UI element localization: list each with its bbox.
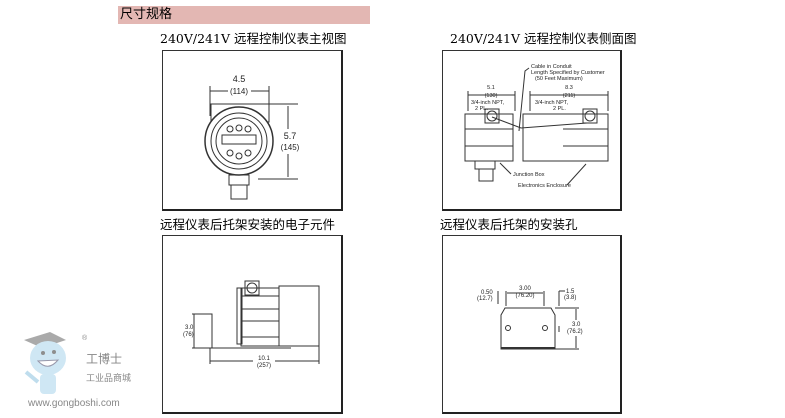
height-mm-label: (76) [183,332,194,338]
offset-mm-label: (12.7) [477,296,493,302]
side-view-drawing: Cable in Conduit Length Specified by Cus… [442,50,622,211]
caption-bracket-electronics: 远程仪表后托架安装的电子元件 [160,217,336,232]
junction-box-label: Junction Box [513,172,545,178]
front-view-drawing: 4.5 (114) 5.7 (145) [162,50,343,211]
height-label: 5.7 [284,131,297,141]
width-label: 10.1 [258,356,270,362]
brand-text: 工博士 [86,351,122,366]
hole-spacing-mm-label: (76.20) [515,293,534,299]
width-label: 4.5 [233,74,246,84]
hole-spacing-label: 3.00 [519,286,531,292]
npt-right-label: 3/4-inch NPT, [535,100,568,106]
watermark-logo: ® 工博士 工业品商城 www.gongboshi.com [10,328,160,413]
bracket-electronics-drawing: 3.0 (76) 10.1 (257) [162,235,343,414]
npt-left-label: 3/4-inch NPT, [471,100,504,106]
electronics-enclosure-label: Electronics Enclosure [518,183,571,189]
registered-mark: ® [82,334,88,342]
offset-label: 0.50 [481,290,493,296]
bracket-height-label: 3.0 [572,322,581,328]
left-width-label: 5.1 [487,85,495,91]
left-width-mm-label: (130) [485,93,498,99]
bracket-height-mm-label: (76.2) [567,329,583,335]
url-text: www.gongboshi.com [27,398,120,409]
right-width-mm-label: (211) [563,93,576,99]
tagline-text: 工业品商城 [86,372,131,383]
hole-offset-label: 1.5 [566,289,575,295]
height-mm-label: (145) [281,143,300,152]
npt-left-pl-label: 2 PL. [475,106,488,112]
section-title: 尺寸规格 [118,6,370,24]
width-mm-label: (257) [257,363,271,369]
caption-mounting-holes: 远程仪表后托架的安装孔 [440,217,578,232]
cable-length-label: Length Specified by Customer [531,70,605,76]
npt-right-pl-label: 2 PL. [553,106,566,112]
mounting-holes-drawing: 0.50 (12.7) 3.00 (76.20) 1.5 (3.8) 3.0 (… [442,235,622,414]
width-mm-label: (114) [230,87,248,96]
right-width-label: 8.3 [565,85,573,91]
hole-offset-mm-label: (3.8) [564,295,576,301]
caption-front-view: 240V/241V 远程控制仪表主视图 [160,31,347,46]
caption-side-view: 240V/241V 远程控制仪表侧面图 [450,31,637,46]
cable-label: Cable in Conduit [531,64,572,70]
height-label: 3.0 [185,325,194,331]
cable-max-label: (50 Feet Maximum) [535,76,583,82]
